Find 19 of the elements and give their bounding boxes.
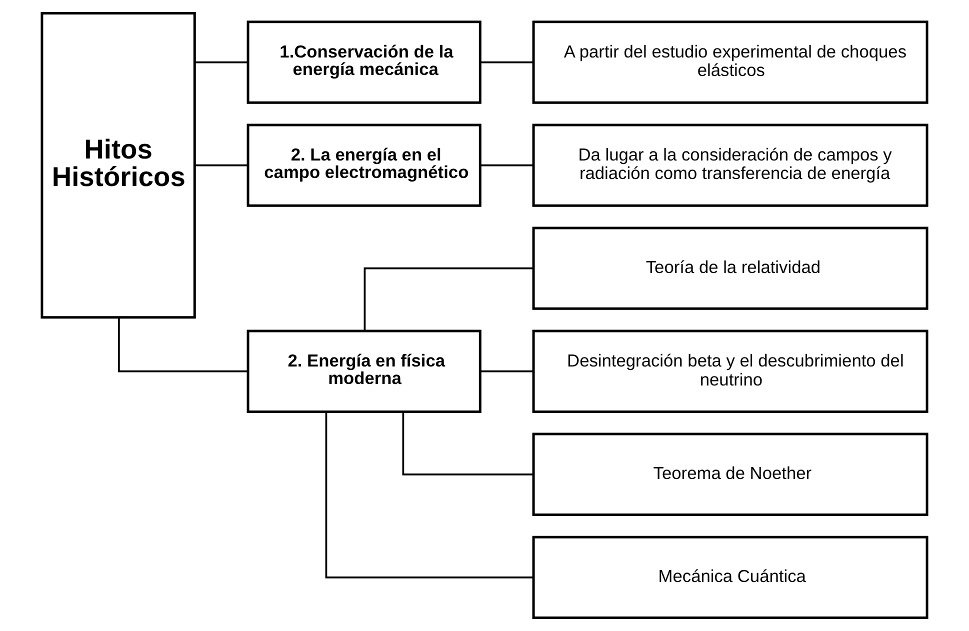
node-box: 2. Energía en física moderna <box>246 330 482 413</box>
node-box: A partir del estudio experimental de choques elásticos <box>532 20 928 104</box>
node-box: Desintegración beta y el descubrimiento del neutrino <box>532 330 928 413</box>
node-box: Da lugar a la consideración de campos y radiación como transferencia de energía <box>532 124 928 207</box>
connector <box>118 318 248 372</box>
connector <box>480 164 534 166</box>
connector <box>480 61 534 64</box>
node-box: Teoría de la relatividad <box>532 226 928 310</box>
connector <box>402 412 534 476</box>
connector <box>194 164 248 166</box>
node-box: Mecánica Cuántica <box>532 536 928 619</box>
connector <box>364 267 534 331</box>
connector <box>194 61 248 64</box>
node-box: Teorema de Noether <box>532 432 928 516</box>
node-box: 1.Conservación de la energía mecánica <box>246 20 482 104</box>
connector <box>480 370 534 372</box>
connector <box>325 412 533 578</box>
node-box: 2. La energía en el campo electromagnético <box>246 124 482 207</box>
node-box: Hitos Históricos <box>40 12 196 319</box>
